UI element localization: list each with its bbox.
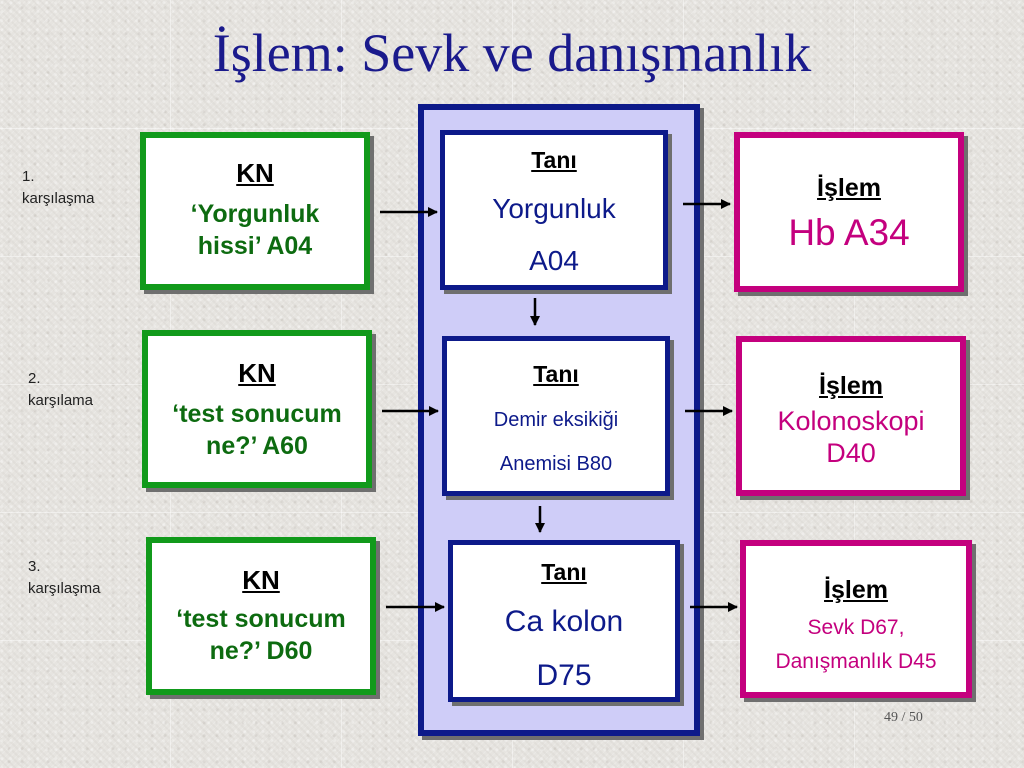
- tani-heading: Tanı: [533, 361, 579, 387]
- kn-heading: KN: [238, 358, 276, 388]
- tani-box-2: Tanı Demir eksikiği Anemisi B80: [442, 336, 670, 496]
- encounter-text: karşılaşma: [28, 580, 101, 597]
- tani-text-line: Ca kolon: [504, 605, 624, 638]
- encounter-label-3: 3. karşılaşma: [28, 556, 101, 600]
- page-current: 49: [884, 710, 898, 725]
- kn-box-2: KN ‘test sonucum ne?’ A60: [142, 330, 372, 488]
- tani-text-line: Demir eksikiği: [493, 409, 619, 431]
- islem-text-line: D40: [826, 438, 876, 468]
- islem-text-line: Hb A34: [788, 212, 910, 253]
- islem-box-1: İşlem Hb A34: [734, 132, 964, 292]
- tani-heading: Tanı: [541, 559, 587, 585]
- encounter-text: karşılaşma: [22, 190, 95, 207]
- islem-text-line: Sevk D67,: [807, 616, 905, 639]
- kn-heading: KN: [236, 158, 274, 188]
- kn-heading: KN: [242, 565, 280, 595]
- tani-heading: Tanı: [531, 147, 577, 173]
- page-number: 49 / 50: [884, 710, 923, 726]
- islem-heading: İşlem: [824, 576, 888, 604]
- kn-box-3: KN ‘test sonucum ne?’ D60: [146, 537, 376, 695]
- encounter-text: karşılama: [28, 392, 94, 409]
- islem-box-3: İşlem Sevk D67, Danışmanlık D45: [740, 540, 972, 698]
- islem-heading: İşlem: [819, 372, 883, 400]
- encounter-label-1: 1. karşılaşma: [22, 166, 95, 210]
- islem-box-2: İşlem Kolonoskopi D40: [736, 336, 966, 496]
- kn-text-line: hissi’ A04: [197, 232, 313, 260]
- kn-text-line: ‘test sonucum: [176, 605, 346, 633]
- kn-text-line: ‘test sonucum: [172, 400, 342, 428]
- islem-heading: İşlem: [817, 174, 881, 202]
- encounter-number: 3.: [28, 558, 41, 575]
- kn-text-line: ne?’ A60: [206, 432, 308, 460]
- encounter-label-2: 2. karşılama: [28, 368, 93, 412]
- encounter-number: 1.: [22, 168, 35, 185]
- tani-text-line: Anemisi B80: [499, 453, 613, 475]
- tani-text-line: D75: [536, 659, 592, 692]
- slide-title: İşlem: Sevk ve danışmanlık: [212, 23, 812, 83]
- tani-box-1: Tanı Yorgunluk A04: [440, 130, 668, 290]
- islem-text-line: Kolonoskopi: [777, 406, 925, 436]
- kn-text-line: ne?’ D60: [209, 637, 313, 665]
- kn-text-line: ‘Yorgunluk: [190, 200, 320, 228]
- islem-text-line: Danışmanlık D45: [775, 650, 937, 673]
- kn-box-1: KN ‘Yorgunluk hissi’ A04: [140, 132, 370, 290]
- page-total: / 50: [901, 710, 923, 725]
- encounter-number: 2.: [28, 370, 41, 387]
- tani-box-3: Tanı Ca kolon D75: [448, 540, 680, 702]
- tani-text-line: Yorgunluk: [492, 193, 616, 224]
- tani-text-line: A04: [529, 245, 579, 276]
